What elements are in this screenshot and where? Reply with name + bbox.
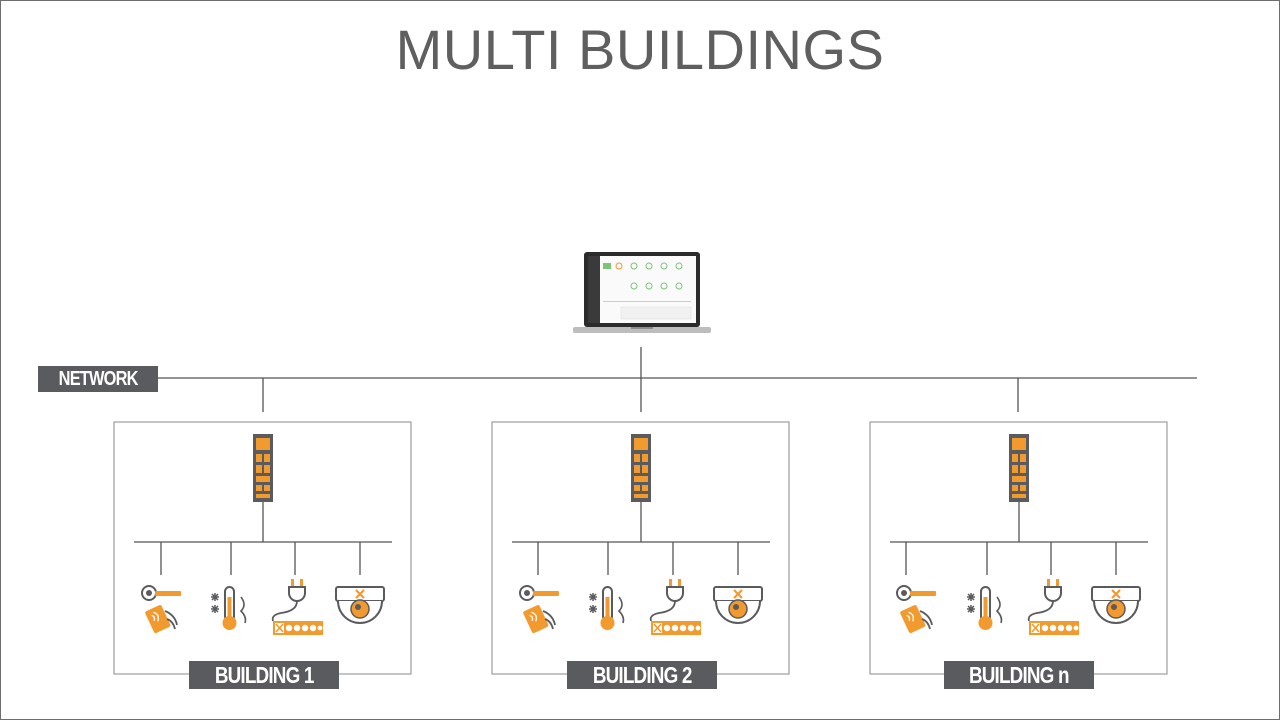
temperature-sensor-icon xyxy=(966,586,1003,631)
building-2-box xyxy=(491,421,790,675)
dome-camera-icon xyxy=(1090,585,1142,625)
dome-camera-icon xyxy=(712,585,764,625)
building-1-label: BUILDING 1 xyxy=(189,661,339,689)
power-meter-icon xyxy=(649,578,702,636)
power-meter-icon xyxy=(271,578,324,636)
page-title: MULTI BUILDINGS xyxy=(395,18,885,81)
building-n-box xyxy=(869,421,1168,675)
temperature-sensor-icon xyxy=(588,586,625,631)
building-2-label: BUILDING 2 xyxy=(567,661,717,689)
temperature-sensor-icon xyxy=(210,586,247,631)
access-control-icon xyxy=(896,585,937,635)
dome-camera-icon xyxy=(334,585,386,625)
controller-icon xyxy=(253,434,273,502)
access-control-icon xyxy=(141,585,182,635)
controller-icon xyxy=(1009,434,1029,502)
building-n-label: BUILDING n xyxy=(944,661,1094,689)
controller-icon xyxy=(631,434,651,502)
network-label: NETWORK xyxy=(38,366,158,392)
access-control-icon xyxy=(519,585,560,635)
building-1-box xyxy=(113,421,412,675)
laptop-workstation-icon xyxy=(573,252,711,333)
power-meter-icon xyxy=(1027,578,1080,636)
